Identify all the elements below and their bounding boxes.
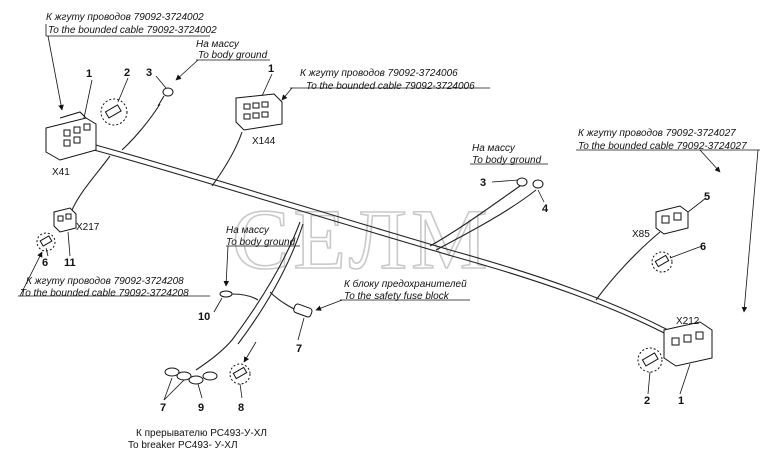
callout-9: 9 <box>198 402 204 414</box>
connector-x144 <box>235 93 283 131</box>
label-ground-1-ru: На массу <box>196 39 240 50</box>
label-cable-3724027-ru: К жгуту проводов 79092-3724027 <box>578 128 736 139</box>
connector-x41 <box>45 111 97 161</box>
label-cable-3724002-en: To the bounded cable 79092-3724002 <box>48 25 217 36</box>
part-terminal-8 <box>229 363 251 385</box>
part-ground-terminal-10 <box>219 290 233 298</box>
label-fuse-block-ru: К блоку предохранителей <box>344 278 467 290</box>
main-trunk-wire-2 <box>93 149 671 337</box>
branch-breaker-wire <box>195 221 301 371</box>
label-cable-3724006-en: To the bounded cable 79092-3724006 <box>306 81 475 92</box>
connector-label-x41: X41 <box>52 167 70 178</box>
callout-10: 10 <box>198 311 210 323</box>
part-terminal-6-right <box>651 251 673 273</box>
callout-leaders <box>45 73 707 401</box>
branch-ground-right-wire-2 <box>435 189 537 251</box>
callout-7-breaker: 7 <box>160 402 166 414</box>
callout-8: 8 <box>238 402 244 414</box>
label-ground-2-ru: На массу <box>472 143 516 154</box>
connector-x85 <box>655 205 689 235</box>
part-ground-lugs-3-4-right <box>516 177 544 189</box>
part-terminal-6-left <box>36 232 56 252</box>
label-breaker-en: To breaker РС493- У-ХЛ <box>128 440 238 451</box>
annotations: К жгуту проводов 79092-3724002 To the bo… <box>20 12 747 451</box>
connector-label-x144: X144 <box>252 136 276 147</box>
connector-x217 <box>53 207 77 233</box>
callout-2-top: 2 <box>124 67 130 79</box>
label-ground-3-en: To body ground <box>226 237 296 248</box>
branch-x85-wire <box>595 231 661 301</box>
part-fuse-cap-7 <box>293 303 313 318</box>
label-cable-3724002-ru: К жгуту проводов 79092-3724002 <box>46 12 204 23</box>
label-cable-3724208-en: To the bounded cable 79092-3724208 <box>20 288 189 299</box>
callout-5: 5 <box>704 191 710 203</box>
part-breaker-caps-7-9 <box>164 367 218 385</box>
callout-1-top-left: 1 <box>86 68 92 80</box>
part-terminal-2-top <box>100 98 128 126</box>
callout-4: 4 <box>542 203 549 215</box>
watermark: СЕЛМ <box>232 191 492 287</box>
connector-label-x217: X217 <box>76 222 100 233</box>
branch-breaker-wire-2 <box>237 223 304 345</box>
callout-3-top: 3 <box>146 67 152 79</box>
callout-6-right: 6 <box>700 241 706 253</box>
part-ground-lug-3-left <box>157 87 174 107</box>
callout-2-bottom: 2 <box>644 395 650 407</box>
callout-11: 11 <box>64 257 76 269</box>
label-cable-3724027-en: To the bounded cable 79092-3724027 <box>578 141 747 152</box>
connector-label-x85: X85 <box>632 229 650 240</box>
part-terminal-2-bottom <box>637 347 663 373</box>
label-breaker-ru: К прерывателю РС493-У-ХЛ <box>136 428 267 439</box>
callout-1-x144: 1 <box>268 63 274 75</box>
callout-3-right: 3 <box>480 177 486 189</box>
branch-x217-wire <box>71 155 111 211</box>
label-ground-1-en: To body ground <box>198 50 268 61</box>
branch-x144-wire <box>211 131 243 187</box>
branch-ground-10-wire <box>231 293 259 301</box>
connector-x212 <box>663 321 713 367</box>
label-cable-3724006-ru: К жгуту проводов 79092-3724006 <box>300 68 458 79</box>
harness-wires <box>71 103 671 371</box>
callout-6-left: 6 <box>42 257 48 269</box>
branch-ground-left-wire <box>121 103 161 151</box>
leader-lines <box>18 24 760 363</box>
label-fuse-block-en: To the safety fuse block <box>344 291 450 302</box>
callout-1-bottom: 1 <box>678 395 684 407</box>
branch-ground-right-wire <box>429 185 521 247</box>
label-ground-3-ru: На массу <box>226 225 270 236</box>
callout-7-fuse: 7 <box>296 343 302 355</box>
label-cable-3724208-ru: К жгуту проводов 79092-3724208 <box>26 276 184 287</box>
label-ground-2-en: To body ground <box>472 155 542 166</box>
connector-label-x212: X212 <box>676 316 700 327</box>
